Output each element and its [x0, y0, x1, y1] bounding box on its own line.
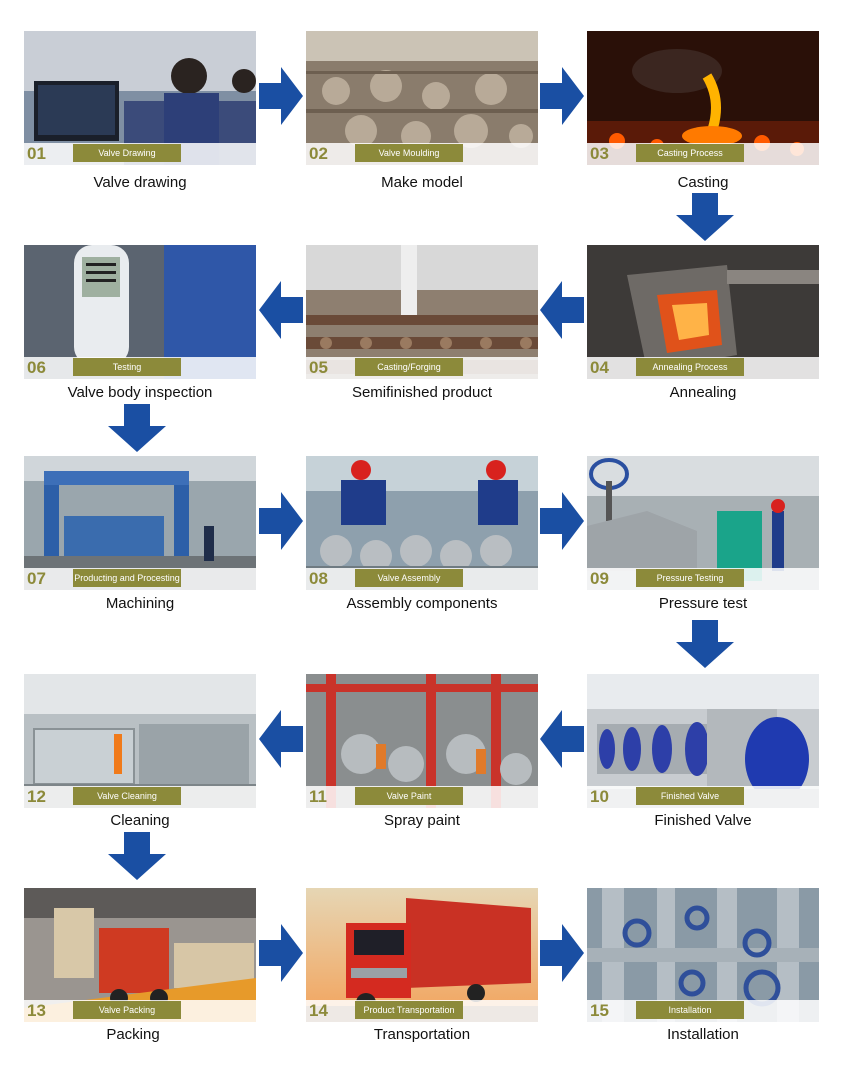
- step-number: 10: [590, 787, 609, 806]
- step-tag: Casting Process: [636, 144, 744, 162]
- step-tag: Annealing Process: [636, 358, 744, 376]
- step-09-photo: 09 Pressure Testing: [587, 456, 819, 590]
- arrow-right-icon: [540, 492, 584, 550]
- step-tag: Producting and Procesting: [73, 569, 181, 587]
- step-caption: Valve drawing: [93, 174, 187, 191]
- step-05-photo: 05 Casting/Forging: [306, 245, 538, 379]
- step-caption: Annealing: [669, 384, 737, 401]
- step-number: 03: [590, 144, 609, 163]
- step-caption: Cleaning: [110, 812, 170, 829]
- arrow-right-icon: [259, 492, 303, 550]
- step-tag: Valve Paint: [355, 787, 463, 805]
- step-13-photo: 13 Valve Packing: [24, 888, 256, 1022]
- arrow-right-icon: [259, 924, 303, 982]
- testing-photo: [24, 245, 256, 379]
- step-07-photo: 07 Producting and Procesting: [24, 456, 256, 590]
- step-tag: Casting/Forging: [355, 358, 463, 376]
- step-12-photo: 12 Valve Cleaning: [24, 674, 256, 808]
- arrow-right-icon: [259, 67, 303, 125]
- step-10-photo: 10 Finished Valve: [587, 674, 819, 808]
- step-caption: Pressure test: [658, 595, 748, 612]
- step-number: 05: [309, 358, 328, 377]
- step-number: 02: [309, 144, 328, 163]
- valve-assembly-photo: [306, 456, 538, 590]
- step-caption: Installation: [667, 1026, 739, 1043]
- step-tag: Valve Moulding: [355, 144, 463, 162]
- arrow-left-icon: [540, 281, 584, 339]
- step-tag: Finished Valve: [636, 787, 744, 805]
- finished-valve-photo: [587, 674, 819, 808]
- step-03-photo: 03 Casting Process: [587, 31, 819, 165]
- arrow-down-icon: [676, 620, 734, 668]
- step-tag: Installation: [636, 1001, 744, 1019]
- step-number: 13: [27, 1001, 46, 1020]
- machining-photo: [24, 456, 256, 590]
- arrow-right-icon: [540, 924, 584, 982]
- installation-photo: [587, 888, 819, 1022]
- step-14-photo: 14 Product Transportation: [306, 888, 538, 1022]
- step-06-photo: 06 Testing: [24, 245, 256, 379]
- arrow-down-icon: [676, 193, 734, 241]
- step-tag: Valve Packing: [73, 1001, 181, 1019]
- arrow-left-icon: [540, 710, 584, 768]
- step-tag: Valve Drawing: [73, 144, 181, 162]
- step-number: 09: [590, 569, 609, 588]
- valve-paint-photo: [306, 674, 538, 808]
- step-number: 06: [27, 358, 46, 377]
- step-11-photo: 11 Valve Paint: [306, 674, 538, 808]
- step-number: 11: [309, 787, 327, 806]
- step-number: 04: [590, 358, 609, 377]
- step-caption: Finished Valve: [654, 812, 752, 829]
- annealing-photo: [587, 245, 819, 379]
- step-number: 07: [27, 569, 46, 588]
- step-number: 08: [309, 569, 328, 588]
- arrow-down-icon: [108, 404, 166, 452]
- step-tag: Product Transportation: [355, 1001, 463, 1019]
- step-04-photo: 04 Annealing Process: [587, 245, 819, 379]
- step-number: 01: [27, 144, 46, 163]
- pressure-testing-photo: [587, 456, 819, 590]
- arrow-left-icon: [259, 281, 303, 339]
- step-number: 12: [27, 787, 46, 806]
- step-caption: Machining: [105, 595, 175, 612]
- step-tag: Pressure Testing: [636, 569, 744, 587]
- step-caption: Transportation: [373, 1026, 471, 1043]
- step-01-photo: 01 Valve Drawing: [24, 31, 256, 165]
- arrow-left-icon: [259, 710, 303, 768]
- step-caption: Assembly components: [346, 595, 498, 612]
- arrow-down-icon: [108, 832, 166, 880]
- step-number: 14: [309, 1001, 328, 1020]
- arrow-right-icon: [540, 67, 584, 125]
- step-tag: Valve Assembly: [355, 569, 463, 587]
- step-caption: Make model: [381, 174, 463, 191]
- step-02-photo: 02 Valve Moulding: [306, 31, 538, 165]
- step-caption: Semifinished product: [351, 384, 493, 401]
- step-number: 15: [590, 1001, 609, 1020]
- step-tag: Testing: [73, 358, 181, 376]
- step-caption: Packing: [106, 1026, 160, 1043]
- step-caption: Spray paint: [384, 812, 460, 829]
- step-caption: Valve body inspection: [67, 384, 213, 401]
- step-caption: Casting: [677, 174, 729, 191]
- step-08-photo: 08 Valve Assembly: [306, 456, 538, 590]
- step-tag: Valve Cleaning: [73, 787, 181, 805]
- step-15-photo: 15 Installation: [587, 888, 819, 1022]
